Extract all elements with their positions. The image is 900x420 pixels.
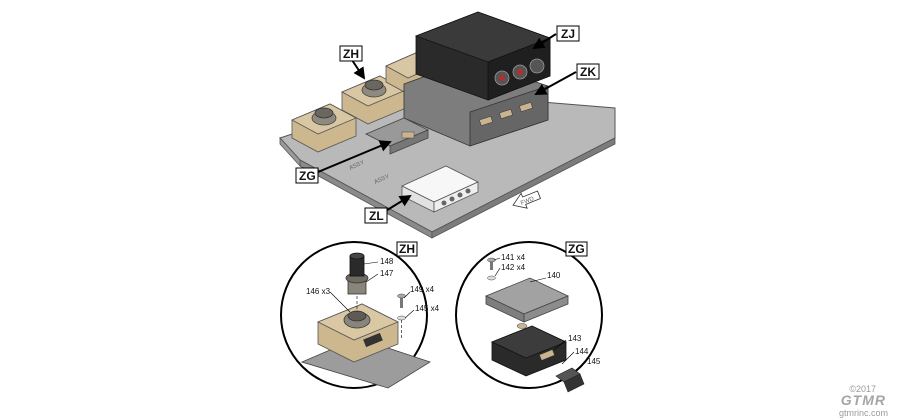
detail-zh-tag-label: ZH <box>399 242 415 256</box>
callout-zg: ZG <box>295 167 319 184</box>
detail-circle-zh: ZH 148 147 146 x3 149 x4 145 x <box>280 241 440 389</box>
part-label-147: 147 <box>380 269 394 278</box>
svg-text:ASSY: ASSY <box>348 160 365 172</box>
part-label-142: 142 x4 <box>501 263 526 272</box>
callout-zk: ZK <box>576 63 600 80</box>
connector-box-front <box>291 103 357 153</box>
part-label-149: 149 x4 <box>410 285 435 294</box>
detail-zg-tag-label: ZG <box>568 242 585 256</box>
callout-zj-label: ZJ <box>561 27 575 41</box>
part-label-144: 144 <box>575 347 589 356</box>
part-label-141: 141 x4 <box>501 253 526 262</box>
detail-circle-zg: ZG 141 x4 142 x4 140 143 144 145 <box>455 241 603 393</box>
part-label-145: 145 x4 <box>415 304 440 313</box>
part-label-143: 143 <box>568 334 582 343</box>
copyright-text: ©2017 <box>849 384 876 394</box>
main-assembly-view: ASSY ASSY ASSY <box>279 11 616 239</box>
mounting-plate: ASSY ASSY ASSY <box>279 91 616 239</box>
callout-zh-label: ZH <box>343 47 359 61</box>
callout-zl-label: ZL <box>369 209 384 223</box>
white-junction-box <box>401 165 479 213</box>
bracket-assembly <box>365 117 429 155</box>
svg-text:ASSY: ASSY <box>373 174 390 186</box>
website-text: gtmrinc.com <box>838 408 888 418</box>
callout-zl: ZL <box>364 207 388 224</box>
fwd-arrow: FWD <box>512 190 541 209</box>
callout-leaders <box>317 33 577 213</box>
callout-zh: ZH <box>339 45 363 62</box>
callout-zk-label: ZK <box>580 65 596 79</box>
part-label-146: 146 x3 <box>306 287 331 296</box>
part-label-145-zg: 145 <box>587 357 601 366</box>
black-avionics-box <box>414 11 552 101</box>
part-label-140: 140 <box>547 271 561 280</box>
fwd-label: FWD <box>520 196 536 207</box>
gtmr-logo: GTMR <box>840 392 886 408</box>
callout-zj: ZJ <box>556 25 580 42</box>
detail-zg-tag: ZG <box>565 241 588 257</box>
detail-zh-tag: ZH <box>396 241 418 257</box>
part-label-148: 148 <box>380 257 394 266</box>
callout-zg-label: ZG <box>299 169 316 183</box>
